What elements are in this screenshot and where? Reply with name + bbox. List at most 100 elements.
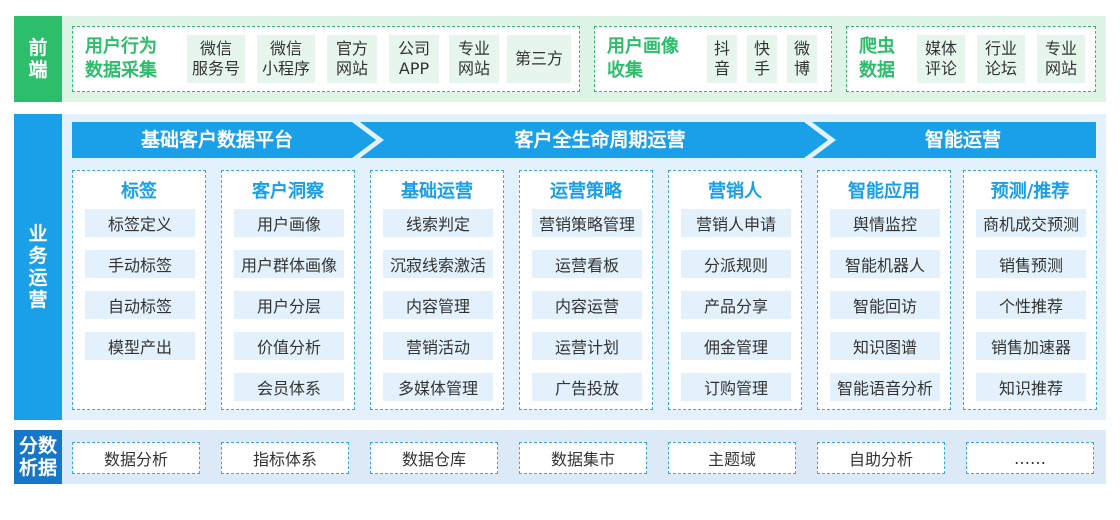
column-item: 佣金管理 xyxy=(681,332,791,360)
column-basic-ops: 基础运营 线索判定 沉寂线索激活 内容管理 营销活动 多媒体管理 xyxy=(370,170,504,410)
source-box: 专业 网站 xyxy=(1037,35,1085,83)
source-line: 博 xyxy=(793,59,810,78)
front-group-title: 用户画像 收集 xyxy=(607,35,679,83)
column-item: 商机成交预测 xyxy=(976,209,1086,237)
source-line: 官方 xyxy=(335,39,368,58)
source-line: 网站 xyxy=(1044,59,1077,78)
source-box: 抖 音 xyxy=(707,35,737,83)
analysis-box: 数据集市 xyxy=(519,442,647,474)
column-item: 舆情监控 xyxy=(830,209,940,237)
source-line: 抖 xyxy=(713,39,730,58)
column-item: 营销人申请 xyxy=(681,209,791,237)
source-line: 评论 xyxy=(924,59,957,78)
analysis-box: 数据分析 xyxy=(72,442,200,474)
column-item: 沉寂线索激活 xyxy=(383,250,493,278)
column-item: 线索判定 xyxy=(383,209,493,237)
column-tags: 标签 标签定义 手动标签 自动标签 模型产出 xyxy=(72,170,206,410)
source-box: 微信 小程序 xyxy=(257,35,315,83)
column-title: 基础运营 xyxy=(401,181,473,202)
front-group-portrait: 用户画像 收集 抖 音 快 手 微 博 xyxy=(594,26,832,92)
column-strategy: 运营策略 营销策略管理 运营看板 内容运营 运营计划 广告投放 xyxy=(519,170,653,410)
column-item: 营销活动 xyxy=(383,332,493,360)
column-item: 标签定义 xyxy=(85,209,195,237)
source-line: APP xyxy=(398,59,430,78)
source-line: 微信 xyxy=(199,39,232,58)
source-line: 微 xyxy=(793,39,810,58)
analysis-box: 主题域 xyxy=(668,442,796,474)
side-label-char: 前 xyxy=(28,37,48,59)
source-line: 快 xyxy=(753,39,770,58)
banner-label: 基础客户数据平台 xyxy=(140,129,293,151)
column-item: 用户画像 xyxy=(234,209,344,237)
column-title: 智能应用 xyxy=(848,181,920,202)
source-box: 第三方 xyxy=(507,35,571,83)
column-item: 用户群体画像 xyxy=(234,250,344,278)
column-item: 自动标签 xyxy=(85,291,195,319)
banner-arrow-1 xyxy=(72,122,376,158)
column-predict-recommend: 预测/推荐 商机成交预测 销售预测 个性推荐 销售加速器 知识推荐 xyxy=(963,170,1097,410)
front-group-behavior: 用户行为 数据采集 微信 服务号 微信 小程序 官方 网站 公司 APP 专业 … xyxy=(72,26,580,92)
source-line: 第三方 xyxy=(514,49,563,68)
source-line: 公司 xyxy=(397,39,430,58)
column-item: 手动标签 xyxy=(85,250,195,278)
title-line: 收集 xyxy=(607,60,643,81)
column-item: 知识推荐 xyxy=(976,373,1086,401)
column-title: 预测/推荐 xyxy=(990,181,1070,202)
column-item: 价值分析 xyxy=(234,332,344,360)
side-label-char: 业 xyxy=(28,223,48,245)
side-label-char: 务 xyxy=(28,245,48,267)
source-box: 微 博 xyxy=(787,35,817,83)
banner-arrow-2 xyxy=(360,122,828,158)
side-label-line: 分数 xyxy=(18,435,57,457)
side-label-char: 运 xyxy=(28,267,48,289)
column-item: 分派规则 xyxy=(681,250,791,278)
side-label-char: 端 xyxy=(28,59,48,81)
source-line: 小程序 xyxy=(261,59,310,78)
column-title: 客户洞察 xyxy=(252,181,324,202)
column-smart-apps: 智能应用 舆情监控 智能机器人 智能回访 知识图谱 智能语音分析 xyxy=(817,170,951,410)
side-label-line: 析据 xyxy=(18,457,57,479)
side-label-analysis: 分数 析据 xyxy=(14,430,62,484)
source-line: 行业 xyxy=(984,39,1017,58)
column-item: 运营计划 xyxy=(532,332,642,360)
column-title: 标签 xyxy=(121,181,157,202)
analysis-box: 数据仓库 xyxy=(370,442,498,474)
source-line: 微信 xyxy=(269,39,302,58)
source-box: 官方 网站 xyxy=(327,35,377,83)
source-box: 媒体 评论 xyxy=(917,35,965,83)
source-box: 专业 网站 xyxy=(449,35,499,83)
title-line: 数据采集 xyxy=(85,60,157,81)
column-item: 个性推荐 xyxy=(976,291,1086,319)
column-item: 智能语音分析 xyxy=(830,373,940,401)
source-box: 快 手 xyxy=(747,35,777,83)
column-item: 订购管理 xyxy=(681,373,791,401)
banner-arrow-3 xyxy=(812,122,1096,158)
title-line: 爬虫 xyxy=(859,36,895,57)
side-label-business: 业 务 运 营 xyxy=(14,114,62,420)
analysis-box: 指标体系 xyxy=(221,442,349,474)
source-line: 专业 xyxy=(457,39,490,58)
side-label-char: 营 xyxy=(28,289,48,311)
column-item: 广告投放 xyxy=(532,373,642,401)
source-box: 微信 服务号 xyxy=(187,35,245,83)
source-line: 专业 xyxy=(1044,39,1077,58)
front-group-title: 用户行为 数据采集 xyxy=(85,35,157,83)
column-item: 内容运营 xyxy=(532,291,642,319)
source-box: 行业 论坛 xyxy=(977,35,1025,83)
source-line: 服务号 xyxy=(191,59,240,78)
banner-label: 智能运营 xyxy=(924,129,1001,151)
title-line: 用户行为 xyxy=(85,36,157,57)
banner-label: 客户全生命周期运营 xyxy=(514,129,686,151)
column-item: 运营看板 xyxy=(532,250,642,278)
column-marketers: 营销人 营销人申请 分派规则 产品分享 佣金管理 订购管理 xyxy=(668,170,802,410)
column-item: 营销策略管理 xyxy=(532,209,642,237)
source-line: 论坛 xyxy=(984,59,1017,78)
analysis-box: …… xyxy=(966,442,1094,474)
title-line: 数据 xyxy=(859,60,895,81)
column-item: 销售预测 xyxy=(976,250,1086,278)
banner-chevrons xyxy=(72,122,1096,158)
column-item: 知识图谱 xyxy=(830,332,940,360)
analysis-box: 自助分析 xyxy=(817,442,945,474)
column-item: 用户分层 xyxy=(234,291,344,319)
column-item: 销售加速器 xyxy=(976,332,1086,360)
